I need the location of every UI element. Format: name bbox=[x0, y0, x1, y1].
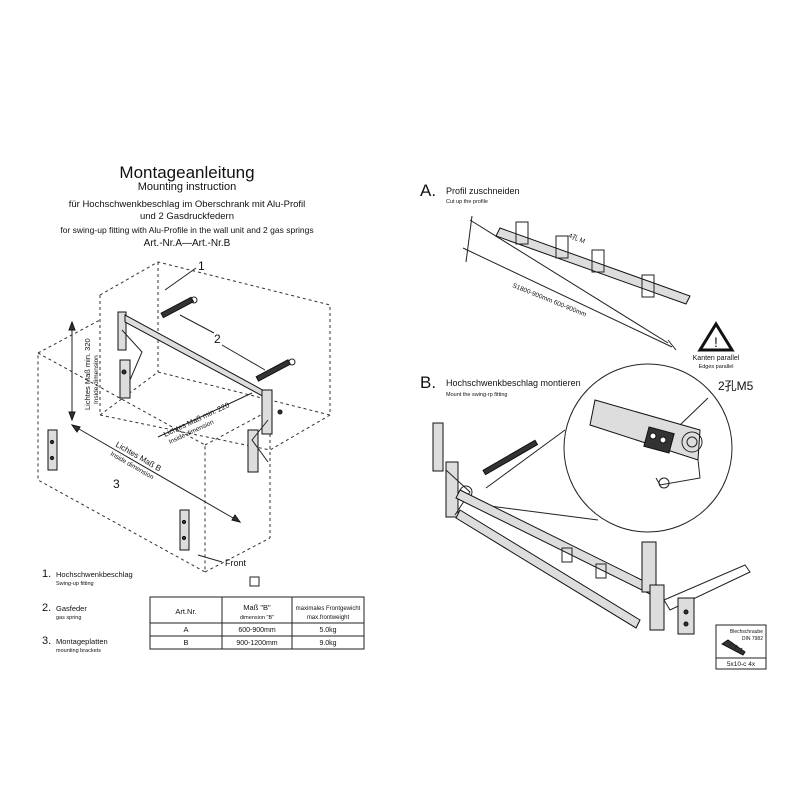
svg-text:Gasfeder: Gasfeder bbox=[56, 604, 87, 613]
screw-spec: Blechschraube DIN 7982 5x10-c 4x bbox=[715, 624, 767, 670]
step-a-title: Profil zuschneiden bbox=[446, 186, 520, 196]
warning-title: Kanten parallel bbox=[693, 355, 740, 362]
svg-text:3: 3 bbox=[113, 477, 120, 491]
table-row-b-weight: 9.0kg bbox=[319, 640, 336, 647]
hole-label: 2孔M5 bbox=[718, 379, 754, 393]
fitting-assembly bbox=[432, 422, 751, 635]
step-b-title: Hochschwenkbeschlag montieren bbox=[446, 378, 581, 388]
callout-2: 2 bbox=[179, 314, 266, 371]
step-b-heading: B. Hochschwenkbeschlag montieren Mount t… bbox=[420, 373, 581, 398]
svg-text:gas spring: gas spring bbox=[56, 615, 81, 621]
gas-spring-lower bbox=[255, 358, 296, 382]
height-label-de: Lichtes Maß min. 320 bbox=[83, 338, 92, 410]
legend-item-2: 2. Gasfeder gas spring bbox=[42, 602, 87, 621]
profile-dim-bottom: S1800-900mm 600-900mm bbox=[511, 282, 587, 318]
art-line: Art.-Nr.A—Art.-Nr.B bbox=[144, 238, 231, 249]
svg-text:Front: Front bbox=[225, 558, 247, 568]
svg-text:!: ! bbox=[714, 334, 718, 350]
legend-item-3: 3. Montageplatten mounting brackets bbox=[42, 635, 108, 654]
profile-cut-drawing: 4孔 M S1800-900mm 600-900mm bbox=[462, 215, 691, 351]
swing-up-fitting-right bbox=[247, 389, 283, 473]
warning-sign: ! Kanten parallel Edges parallel bbox=[693, 321, 740, 370]
svg-text:Swing-up fitting: Swing-up fitting bbox=[56, 581, 94, 587]
screw-spec-text: 5x10-c 4x bbox=[727, 661, 756, 668]
desc-en: for swing-up fitting with Alu-Profile in… bbox=[60, 225, 313, 235]
svg-text:Hochschwenkbeschlag: Hochschwenkbeschlag bbox=[56, 570, 133, 579]
table-row-b-art: B bbox=[183, 638, 188, 647]
svg-text:mounting brackets: mounting brackets bbox=[56, 648, 101, 654]
table-header-weight: maximales Frontgewicht bbox=[296, 606, 361, 612]
svg-text:3.: 3. bbox=[42, 635, 51, 647]
alu-profile-bar bbox=[124, 314, 271, 401]
table-header-dim: Maß "B" bbox=[243, 603, 271, 612]
svg-text:1: 1 bbox=[198, 259, 205, 273]
step-b-sub: Mount the swing-rp fitting bbox=[446, 392, 507, 398]
table-header-dim-sub: dimension "B" bbox=[240, 615, 274, 621]
dimension-depth: Lichtes Maß min. 220 Inside dimension bbox=[157, 392, 253, 446]
gas-spring-upper bbox=[160, 296, 198, 319]
table-row-a-art: A bbox=[183, 625, 188, 634]
svg-text:Montageplatten: Montageplatten bbox=[56, 637, 108, 646]
table-header-art: Art.Nr. bbox=[175, 607, 196, 616]
front-bracket-right bbox=[179, 509, 190, 551]
screw-title: Blechschraube bbox=[730, 629, 763, 635]
table-header-weight-sub: max.frontweight bbox=[307, 615, 350, 621]
table-row-b-dim: 900-1200mm bbox=[236, 640, 277, 647]
step-a-sub: Cut up the profile bbox=[446, 199, 488, 205]
spec-table: Art.Nr. Maß "B" dimension "B" maximales … bbox=[149, 596, 365, 650]
swing-up-fitting-left bbox=[117, 311, 143, 399]
dimension-height: Lichtes Maß min. 320 Inside dimension bbox=[68, 320, 100, 422]
callout-1: 1 bbox=[164, 259, 205, 291]
detail-magnifier: 2孔M5 bbox=[481, 363, 754, 533]
step-b-letter: B. bbox=[420, 373, 436, 392]
legend-item-1: 1. Hochschwenkbeschlag Swing-up fitting bbox=[42, 568, 133, 587]
warning-sub: Edges parallel bbox=[699, 364, 734, 370]
dimension-width: Lichtes Maß B Inside dimension bbox=[70, 424, 242, 523]
table-row-a-dim: 600-900mm bbox=[238, 627, 276, 634]
svg-text:1.: 1. bbox=[42, 568, 51, 580]
callout-3: 3 bbox=[113, 477, 120, 491]
screw-sub: DIN 7982 bbox=[742, 636, 763, 642]
desc-de-1: für Hochschwenkbeschlag im Oberschrank m… bbox=[69, 199, 306, 210]
front-label: Front bbox=[197, 554, 247, 568]
profile-dim-top: 4孔 M bbox=[567, 231, 586, 245]
screw-icon bbox=[721, 639, 746, 656]
title: Montageanleitung bbox=[119, 163, 254, 182]
table-row-a-weight: 5.0kg bbox=[319, 627, 336, 634]
left-title-block: Montageanleitung Mounting instruction fü… bbox=[60, 163, 313, 249]
front-bracket-left bbox=[47, 429, 58, 471]
step-a-heading: A. Profil zuschneiden Cut up the profile bbox=[420, 181, 520, 205]
warning-triangle-icon bbox=[697, 321, 735, 352]
legend: 1. Hochschwenkbeschlag Swing-up fitting … bbox=[42, 568, 133, 654]
subtitle-en: Mounting instruction bbox=[138, 181, 236, 193]
height-label-en: Inside dimension bbox=[93, 355, 100, 404]
desc-de-2: und 2 Gasdruckfedern bbox=[140, 211, 234, 222]
checkbox-square bbox=[249, 576, 260, 587]
svg-text:2: 2 bbox=[214, 332, 221, 346]
step-a-letter: A. bbox=[420, 181, 436, 200]
svg-text:2.: 2. bbox=[42, 602, 51, 614]
